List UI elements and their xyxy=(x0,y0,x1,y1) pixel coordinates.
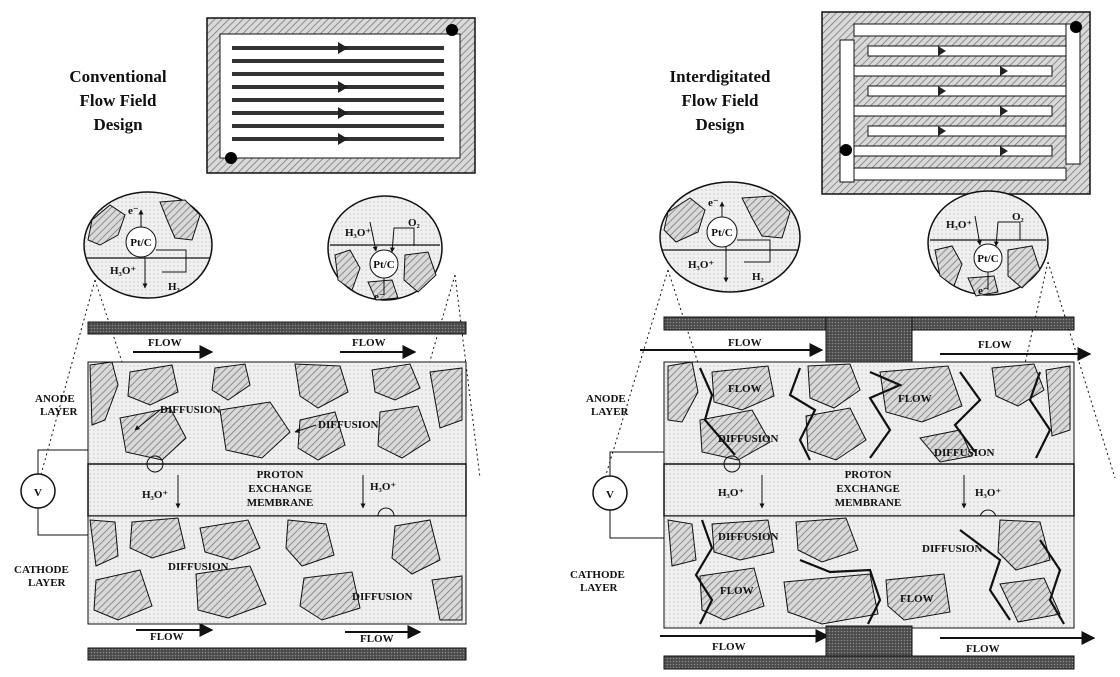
left-anode-inset: Pt/C e⁻ H₃O⁺ H₂ xyxy=(84,192,212,298)
right-cathode-label-2: LAYER xyxy=(580,582,619,594)
right-membrane-line-2: EXCHANGE xyxy=(836,483,900,495)
interdigitated-flow-plate xyxy=(822,12,1090,194)
right-membrane-line-3: MEMBRANE xyxy=(835,497,902,509)
right-anode-flow-label-2: FLOW xyxy=(898,393,932,405)
right-bottom-rib xyxy=(826,626,912,660)
right-cathode-diffusion-label-2: DIFFUSION xyxy=(922,543,983,555)
right-outlet-port-icon xyxy=(1070,21,1082,33)
right-cathode-electron-label: e⁻ xyxy=(978,285,989,297)
left-anode-proton-label: H₃O⁺ xyxy=(110,265,136,277)
right-flow-top-1: FLOW xyxy=(728,337,762,349)
right-flow-bottom-1: FLOW xyxy=(712,641,746,653)
left-cathode-proton-label: H₃O⁺ xyxy=(345,227,371,239)
left-cathode-diffusion-label-2: DIFFUSION xyxy=(352,591,413,603)
left-membrane: PROTON EXCHANGE MEMBRANE H₃O⁺ H₃O⁺ xyxy=(88,456,466,524)
right-anode-catalyst-label: Pt/C xyxy=(711,227,732,239)
left-title-line-2: Flow Field xyxy=(80,91,158,110)
right-anode-layer: FLOW FLOW DIFFUSION DIFFUSION xyxy=(664,362,1074,464)
left-anode-gas-label: H₂ xyxy=(168,281,181,293)
right-anode-flow-label: FLOW xyxy=(728,383,762,395)
right-flow-top-2: FLOW xyxy=(978,339,1012,351)
left-anode-label-1: ANODE xyxy=(35,393,75,405)
right-membrane-proton-1: H₃O⁺ xyxy=(718,487,744,499)
right-anode-inset: Pt/C e⁻ H₃O⁺ H₂ xyxy=(660,182,800,292)
left-anode-catalyst-label: Pt/C xyxy=(130,237,151,249)
left-membrane-proton-2: H₃O⁺ xyxy=(370,481,396,493)
left-panel: Conventional Flow Field Design xyxy=(14,18,480,660)
left-cathode-catalyst-label: Pt/C xyxy=(373,259,394,271)
right-inlet-port-icon xyxy=(840,144,852,156)
right-anode-electron-label: e⁻ xyxy=(708,197,719,209)
right-voltmeter: V xyxy=(593,452,664,538)
right-cathode-gas-label: O₂ xyxy=(1012,211,1025,223)
left-anode-diffusion-label: DIFFUSION xyxy=(160,404,221,416)
right-anode-diffusion-label-2: DIFFUSION xyxy=(934,447,995,459)
right-cathode-layer: DIFFUSION DIFFUSION FLOW FLOW xyxy=(664,516,1074,628)
left-anode-label-2: LAYER xyxy=(40,406,79,418)
left-cathode-inset: Pt/C H₃O⁺ O₂ e⁻ xyxy=(328,196,442,303)
right-anode-label-2: LAYER xyxy=(591,406,630,418)
left-cathode-gas-label: O₂ xyxy=(408,217,421,229)
right-anode-label-1: ANODE xyxy=(586,393,626,405)
right-title-line-2: Flow Field xyxy=(682,91,760,110)
right-flow-bottom-2: FLOW xyxy=(966,643,1000,655)
left-bottom-plate xyxy=(88,648,466,660)
right-membrane-line-1: PROTON xyxy=(845,469,892,481)
left-cathode-label-1: CATHODE xyxy=(14,564,69,576)
left-title-line-1: Conventional xyxy=(69,67,167,86)
right-cathode-catalyst-label: Pt/C xyxy=(977,253,998,265)
left-anode-electron-label: e⁻ xyxy=(128,205,139,217)
left-membrane-line-3: MEMBRANE xyxy=(247,497,314,509)
right-membrane-proton-2: H₃O⁺ xyxy=(975,487,1001,499)
right-cathode-inset: Pt/C H₃O⁺ O₂ e⁻ xyxy=(928,191,1048,297)
right-bottom-plate xyxy=(664,656,1074,669)
left-flow-top-2: FLOW xyxy=(352,337,386,349)
left-title-line-3: Design xyxy=(93,115,143,134)
left-voltmeter: V xyxy=(21,450,88,535)
right-anode-proton-label: H₃O⁺ xyxy=(688,259,714,271)
right-anode-gas-label: H₂ xyxy=(752,271,765,283)
left-flow-bottom-1: FLOW xyxy=(150,631,184,643)
right-panel: Interdigitated Flow Field Design xyxy=(570,12,1115,669)
left-top-plate xyxy=(88,322,466,334)
left-anode-layer: DIFFUSION DIFFUSION xyxy=(88,362,466,464)
right-anode-diffusion-label: DIFFUSION xyxy=(718,433,779,445)
left-cathode-diffusion-label: DIFFUSION xyxy=(168,561,229,573)
left-membrane-proton-1: H₃O⁺ xyxy=(142,489,168,501)
right-title-line-1: Interdigitated xyxy=(669,67,771,86)
left-membrane-line-1: PROTON xyxy=(257,469,304,481)
right-cathode-flow-label: FLOW xyxy=(720,585,754,597)
left-voltmeter-label: V xyxy=(34,487,42,499)
right-cathode-label-1: CATHODE xyxy=(570,569,625,581)
inlet-port-icon xyxy=(225,152,237,164)
right-cathode-proton-label: H₃O⁺ xyxy=(946,219,972,231)
right-cathode-flow-label-2: FLOW xyxy=(900,593,934,605)
conventional-flow-plate xyxy=(207,18,475,173)
left-flow-bottom-2: FLOW xyxy=(360,633,394,645)
left-flow-top-1: FLOW xyxy=(148,337,182,349)
left-cathode-electron-label: e⁻ xyxy=(374,291,385,303)
left-cathode-label-2: LAYER xyxy=(28,577,67,589)
right-title-line-3: Design xyxy=(695,115,745,134)
left-membrane-line-2: EXCHANGE xyxy=(248,483,312,495)
right-top-rib xyxy=(826,317,912,363)
left-anode-diffusion-label-2: DIFFUSION xyxy=(318,419,379,431)
outlet-port-icon xyxy=(446,24,458,36)
left-cathode-layer: DIFFUSION DIFFUSION xyxy=(88,516,466,624)
right-voltmeter-label: V xyxy=(606,489,614,501)
right-cathode-diffusion-label: DIFFUSION xyxy=(718,531,779,543)
